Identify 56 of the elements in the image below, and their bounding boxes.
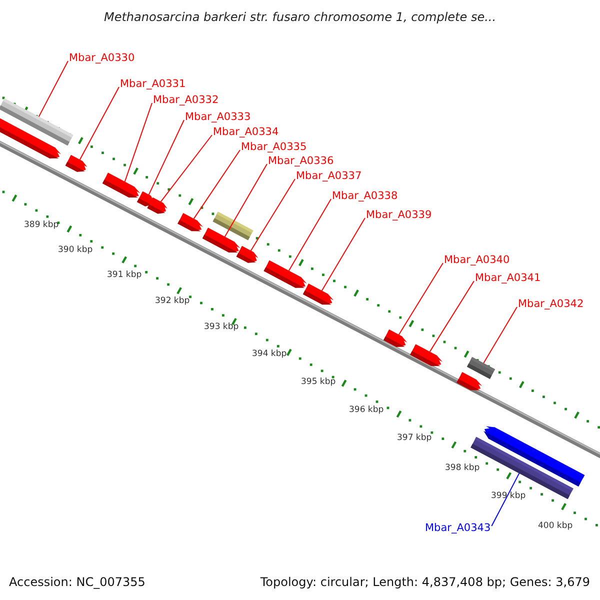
leader-line — [321, 218, 366, 292]
leader-line — [398, 262, 444, 336]
gene-block — [383, 330, 408, 348]
position-label: 393 kbp — [204, 322, 239, 332]
position-label: 399 kbp — [491, 491, 526, 501]
leader-line — [160, 134, 212, 202]
position-label: 400 kbp — [538, 521, 573, 531]
gene-bar — [466, 357, 496, 379]
leader-line — [491, 472, 520, 526]
gene-label: Mbar_A0338 — [332, 190, 398, 202]
gene-label: Mbar_A0335 — [241, 141, 307, 153]
position-label: 398 kbp — [445, 463, 480, 473]
gene-label: Mbar_A0337 — [296, 170, 362, 182]
position-label: 397 kbp — [397, 433, 432, 443]
leader-line — [79, 86, 120, 160]
footer-text: Accession: NC_007355 — [9, 575, 146, 589]
gene-block — [147, 197, 168, 214]
leader-line — [38, 60, 68, 118]
leader-line — [288, 198, 332, 272]
gene-block — [410, 344, 443, 366]
gene-label: Mbar_A0333 — [185, 111, 251, 123]
leader-line — [124, 102, 152, 182]
gene-block — [202, 228, 240, 252]
position-label: 394 kbp — [252, 349, 287, 359]
position-label: 392 kbp — [155, 296, 190, 306]
gene-label: Mbar_A0332 — [153, 94, 219, 106]
gene-label: Mbar_A0342 — [518, 298, 584, 310]
gene-block — [0, 116, 61, 158]
gene-block — [302, 284, 334, 305]
leader-line — [148, 120, 184, 196]
gene-label: Mbar_A0331 — [120, 78, 186, 90]
chart-title: Methanosarcina barkeri str. fusaro chromosome 1, complete se... — [104, 10, 496, 24]
gene-label: Mbar_A0343 — [425, 522, 491, 534]
gene-block — [236, 246, 258, 263]
gene-label: Mbar_A0341 — [475, 272, 541, 284]
footer-text: Topology: circular; Length: 4,837,408 bp; Genes: 3,679 — [260, 575, 590, 589]
position-label: 391 kbp — [107, 270, 142, 280]
leader-line — [250, 178, 296, 252]
position-label: 390 kbp — [58, 245, 93, 255]
gene-label: Mbar_A0340 — [444, 254, 510, 266]
gene-block — [178, 213, 203, 232]
gene-block — [65, 155, 88, 172]
position-label: 389 kbp — [24, 220, 59, 230]
position-label: 396 kbp — [349, 405, 384, 415]
gene-label: Mbar_A0334 — [213, 126, 279, 138]
leader-line — [193, 150, 240, 220]
position-label: 395 kbp — [301, 377, 336, 387]
leader-line — [429, 280, 474, 352]
leader-line — [483, 306, 518, 364]
gene-label: Mbar_A0330 — [69, 52, 135, 64]
gene-label: Mbar_A0336 — [268, 155, 334, 167]
gene-label: Mbar_A0339 — [366, 209, 432, 221]
gene-block — [102, 172, 140, 198]
gene-block — [264, 260, 307, 288]
leader-line — [224, 164, 268, 238]
gene-block — [456, 372, 482, 390]
